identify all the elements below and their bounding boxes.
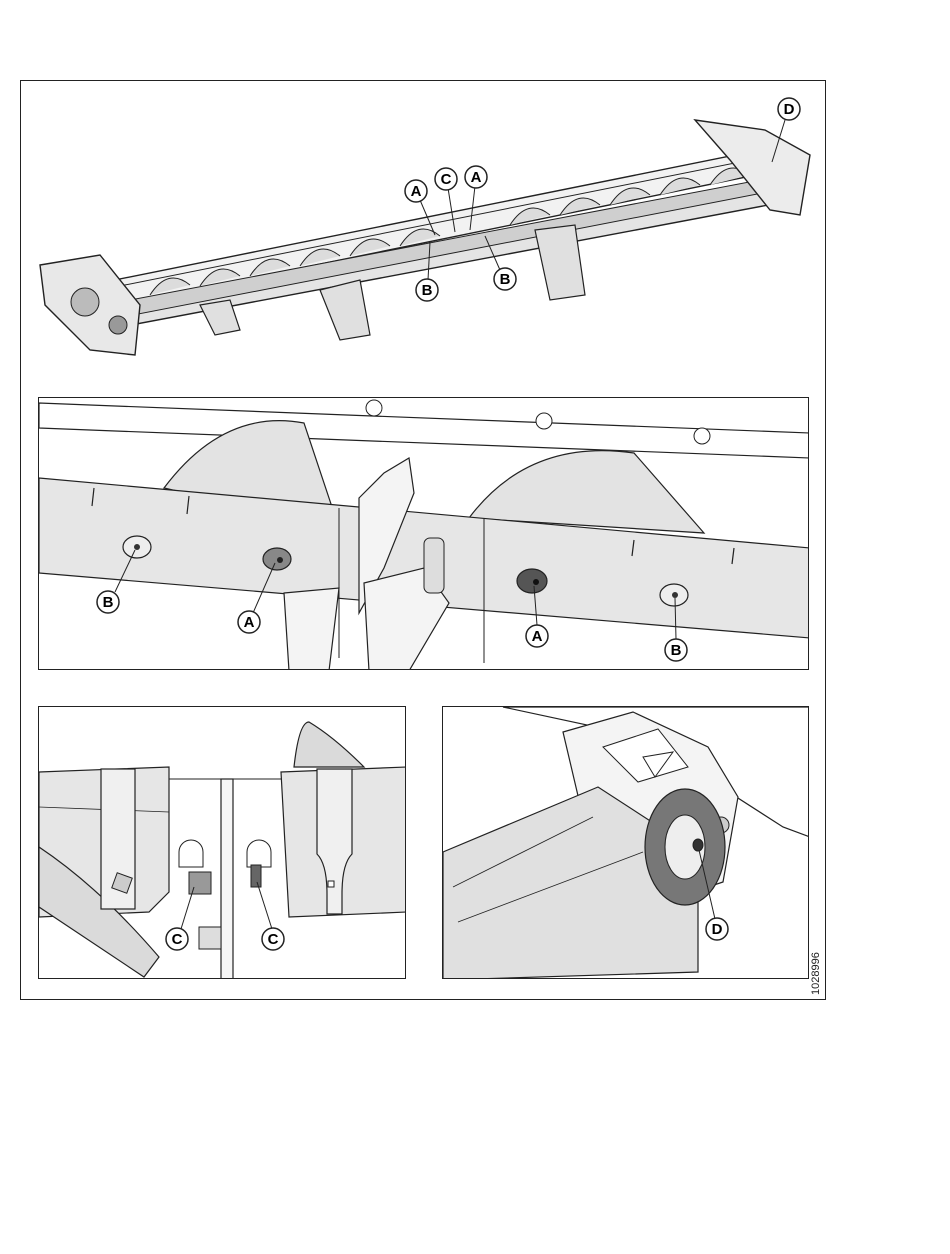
svg-text:A: A [471, 169, 482, 186]
svg-text:B: B [103, 594, 114, 611]
overview-illustration: A C A B B D [30, 90, 820, 370]
detail-panel-c: C C [38, 706, 406, 979]
svg-text:A: A [244, 614, 255, 631]
svg-text:C: C [172, 931, 183, 948]
svg-text:B: B [500, 271, 511, 288]
svg-text:B: B [422, 282, 433, 299]
svg-text:A: A [532, 628, 543, 645]
svg-text:B: B [671, 642, 682, 659]
callout-a-overview-1: A [405, 180, 427, 202]
detail-panel-d: D [442, 706, 809, 979]
callout-a-detail-2: A [526, 625, 548, 647]
callout-c-detail-1: C [166, 928, 188, 950]
callout-b-overview-2: B [494, 268, 516, 290]
svg-text:C: C [268, 931, 279, 948]
callout-d-overview: D [778, 98, 800, 120]
callout-b-detail-1: B [97, 591, 119, 613]
callout-b-overview-1: B [416, 279, 438, 301]
callout-a-overview-2: A [465, 166, 487, 188]
callout-b-detail-2: B [665, 639, 687, 661]
svg-text:A: A [411, 183, 422, 200]
callout-c-detail-2: C [262, 928, 284, 950]
svg-text:C: C [441, 171, 452, 188]
callout-a-detail-1: A [238, 611, 260, 633]
figure-id: 1028996 [810, 952, 822, 995]
svg-text:D: D [712, 921, 723, 938]
svg-text:D: D [784, 101, 795, 118]
callout-d-detail: D [706, 918, 728, 940]
detail-panel-a-b: B A A B [38, 397, 809, 670]
callout-c-overview: C [435, 168, 457, 190]
